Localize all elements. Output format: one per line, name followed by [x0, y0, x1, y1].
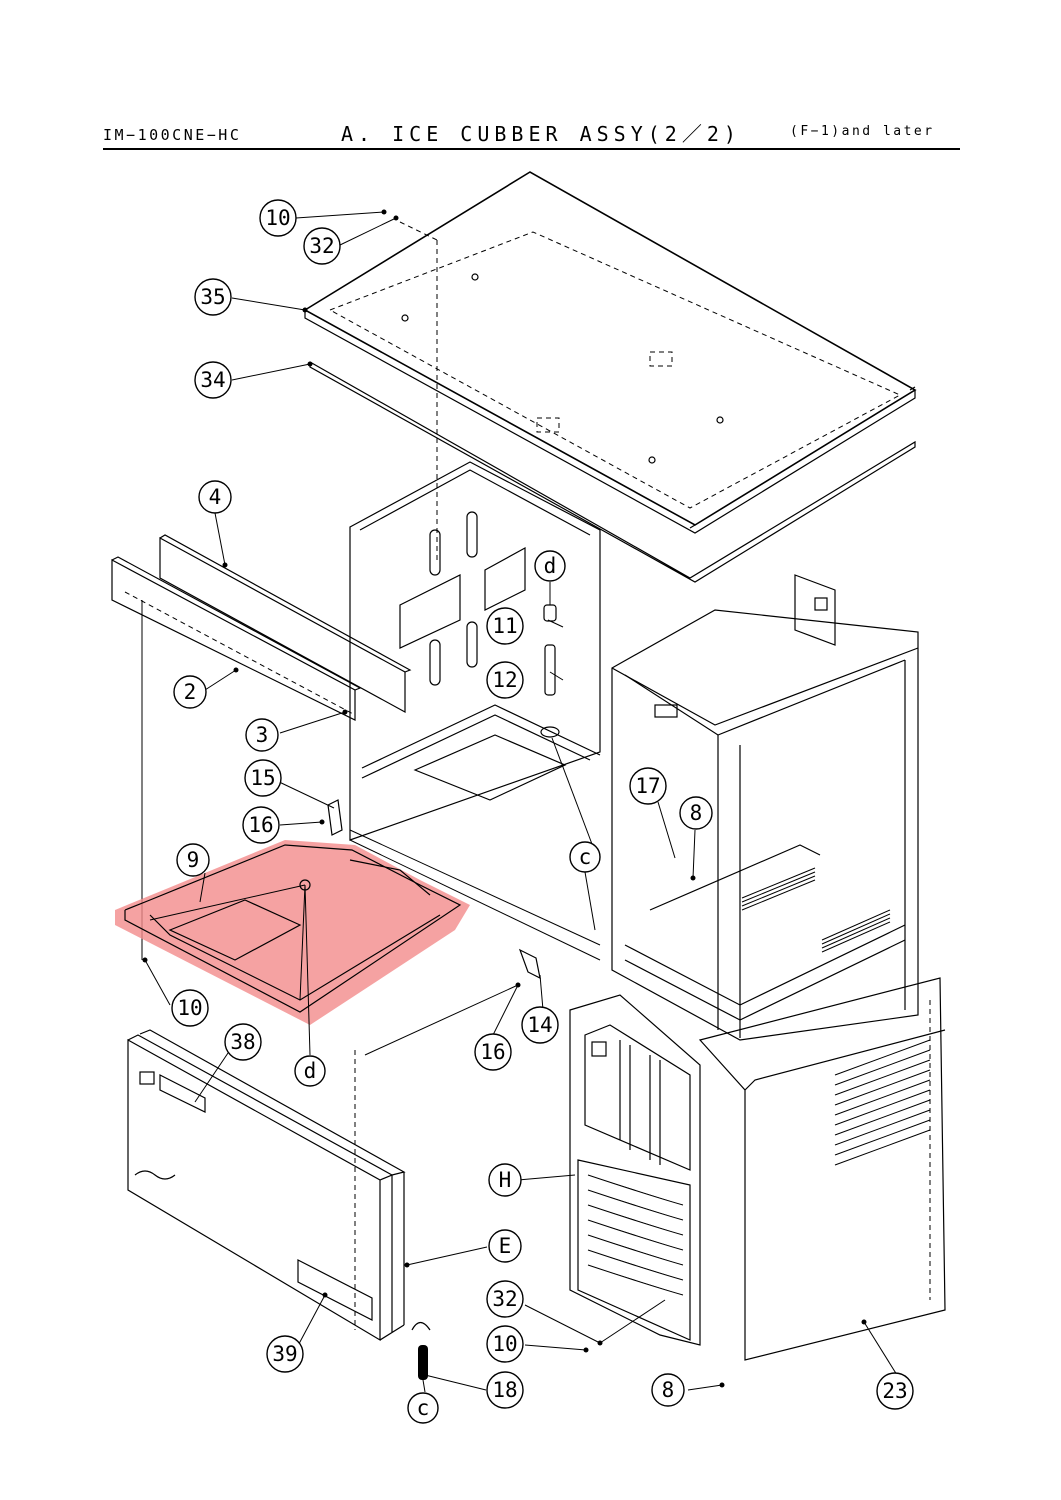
callout-16-left: 16	[242, 806, 280, 844]
svg-text:11: 11	[492, 614, 517, 638]
page-title: A. ICE CUBBER ASSY(2／2)	[341, 122, 741, 146]
top-cover-part	[303, 171, 917, 534]
callout-H: H	[488, 1163, 522, 1197]
drain-pan-part	[115, 840, 470, 1025]
callout-11: 11	[486, 607, 524, 645]
hinge-part-14	[518, 948, 541, 980]
panel-part-4	[159, 534, 412, 714]
header-rule	[103, 148, 960, 150]
callout-c-bottom: c	[407, 1392, 439, 1424]
side-panel-part	[698, 977, 946, 1361]
svg-text:23: 23	[882, 1379, 907, 1403]
svg-text:E: E	[499, 1234, 512, 1258]
callout-4: 4	[198, 480, 232, 514]
svg-text:32: 32	[492, 1287, 517, 1311]
panel-part-2	[111, 556, 362, 960]
callout-3: 3	[245, 718, 279, 752]
callout-2: 2	[173, 675, 207, 709]
rear-frame-part	[349, 461, 601, 961]
svg-text:32: 32	[309, 234, 334, 258]
callout-17: 17	[629, 767, 667, 805]
svg-text:12: 12	[492, 668, 517, 692]
svg-text:d: d	[304, 1059, 317, 1083]
callout-39: 39	[266, 1335, 304, 1373]
svg-text:3: 3	[256, 723, 269, 747]
svg-text:10: 10	[492, 1332, 517, 1356]
svg-text:35: 35	[200, 285, 225, 309]
callout-38: 38	[224, 1023, 262, 1061]
callout-10-left: 10	[171, 989, 209, 1027]
svg-text:4: 4	[209, 485, 222, 509]
callout-c-mid: c	[569, 841, 601, 873]
svg-text:d: d	[544, 554, 557, 578]
svg-text:16: 16	[480, 1040, 505, 1064]
svg-text:15: 15	[250, 766, 275, 790]
svg-text:8: 8	[662, 1378, 675, 1402]
callout-10-bottom: 10	[486, 1325, 524, 1363]
hinge-part-15	[327, 799, 343, 836]
callout-16-mid: 16	[474, 1033, 512, 1071]
callout-8-bottom: 8	[651, 1373, 685, 1407]
callout-35: 35	[194, 278, 232, 316]
spring-part-18	[411, 1321, 431, 1380]
callout-E: E	[488, 1229, 522, 1263]
callout-d-bottom: d	[294, 1055, 326, 1087]
door-part	[127, 1029, 406, 1342]
svg-text:16: 16	[248, 813, 273, 837]
callout-18: 18	[486, 1371, 524, 1409]
svg-text:10: 10	[265, 206, 290, 230]
callout-32-top: 32	[303, 227, 341, 265]
callout-14: 14	[521, 1006, 559, 1044]
svg-text:10: 10	[177, 996, 202, 1020]
front-grille-part	[569, 994, 701, 1346]
serial-range: (F−1)and later	[790, 124, 935, 139]
gasket-part	[309, 361, 916, 583]
callout-d-top: d	[534, 550, 566, 582]
svg-text:8: 8	[690, 801, 703, 825]
callout-23: 23	[876, 1372, 914, 1410]
svg-text:c: c	[417, 1396, 430, 1420]
callout-15: 15	[244, 759, 282, 797]
callout-9: 9	[176, 843, 210, 877]
svg-text:38: 38	[230, 1030, 255, 1054]
svg-text:H: H	[499, 1168, 512, 1192]
svg-text:18: 18	[492, 1378, 517, 1402]
svg-text:9: 9	[187, 848, 200, 872]
svg-text:14: 14	[527, 1013, 552, 1037]
svg-text:17: 17	[635, 774, 660, 798]
spacer-part-11-12	[540, 604, 560, 738]
callout-10-top: 10	[259, 199, 297, 237]
right-frame-part	[611, 574, 919, 1041]
callout-12: 12	[486, 661, 524, 699]
svg-text:34: 34	[200, 368, 225, 392]
callout-8-top: 8	[679, 796, 713, 830]
svg-text:39: 39	[272, 1342, 297, 1366]
highlight-region	[115, 840, 470, 1025]
callout-34: 34	[194, 361, 232, 399]
callout-32-bottom: 32	[486, 1280, 524, 1318]
svg-text:2: 2	[184, 680, 197, 704]
svg-text:c: c	[579, 845, 592, 869]
leader-dots	[142, 209, 867, 1388]
leader-lines	[144, 211, 898, 1393]
model-number: IM−100CNE−HC	[103, 126, 242, 144]
